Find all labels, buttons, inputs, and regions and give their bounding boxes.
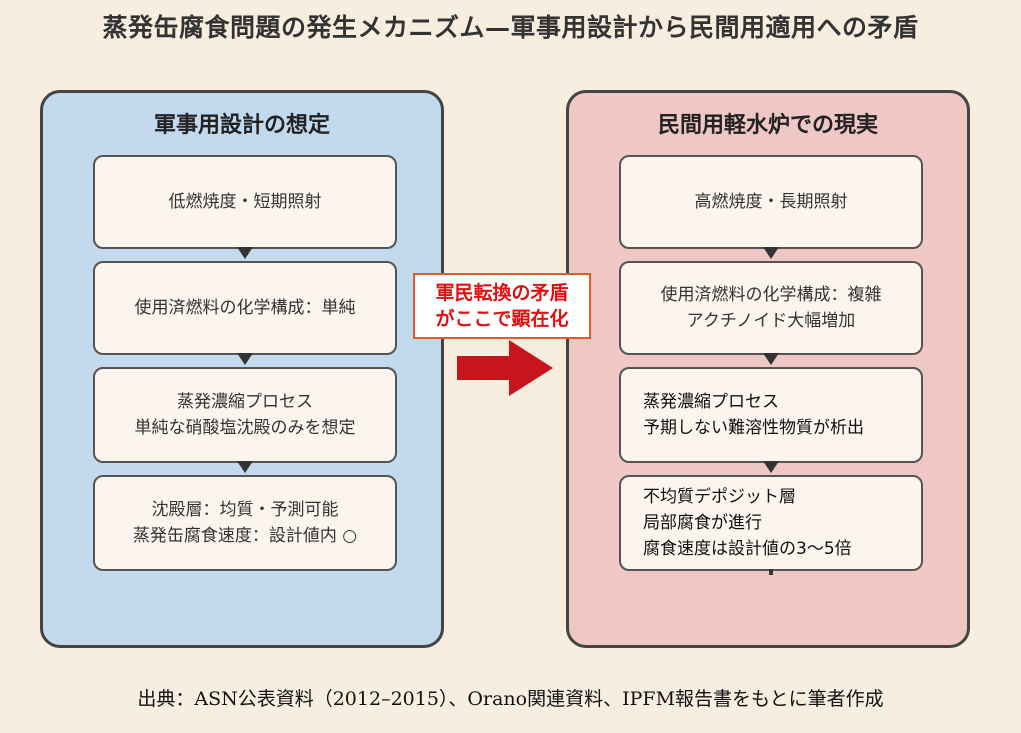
flow-box: 使用済燃料の化学構成：単純	[93, 261, 397, 355]
source-citation: 出典：ASN公表資料（2012–2015）、Orano関連資料、IPFM報告書を…	[137, 688, 884, 710]
box-line: 使用済燃料の化学構成：単純	[134, 298, 356, 318]
civilian-reality-panel: 民間用軽水炉での現実 高燃焼度・長期照射 使用済燃料の化学構成：複雑 アクチノイ…	[566, 90, 970, 648]
flow-arrow-icon	[237, 461, 253, 473]
box-line: 単純な硝酸塩沈殿のみを想定	[134, 418, 356, 438]
box-line: 沈殿層：均質・予測可能	[151, 500, 339, 520]
flow-arrow-icon	[237, 353, 253, 365]
box-line: 局部腐食が進行	[643, 513, 762, 533]
flow-box: 高燃焼度・長期照射	[619, 155, 923, 249]
callout-line: がここで顕在化	[435, 308, 569, 330]
box-line: アクチノイド大幅増加	[686, 311, 856, 331]
box-line: 蒸発缶腐食速度：設計値内 ○	[132, 526, 358, 546]
flow-box: 蒸発濃縮プロセス 単純な硝酸塩沈殿のみを想定	[93, 367, 397, 463]
box-line: 不均質デポジット層	[643, 487, 796, 507]
panel-title: 民間用軽水炉での現実	[657, 112, 878, 138]
box-line: 低燃焼度・短期照射	[168, 192, 322, 212]
flow-arrow-icon	[237, 247, 253, 259]
contradiction-callout: 軍民転換の矛盾 がここで顕在化	[413, 273, 591, 339]
flow-arrow-icon	[763, 247, 779, 259]
panel-title: 軍事用設計の想定	[153, 112, 330, 138]
box-line: 蒸発濃縮プロセス	[643, 392, 779, 412]
callout-line: 軍民転換の矛盾	[435, 282, 569, 304]
military-design-panel: 軍事用設計の想定 低燃焼度・短期照射 使用済燃料の化学構成：単純 蒸発濃縮プロセ…	[40, 90, 444, 648]
arrow-stub-icon	[769, 569, 773, 575]
box-line: 腐食速度は設計値の3～5倍	[643, 539, 852, 559]
flow-arrow-icon	[763, 353, 779, 365]
flow-box: 使用済燃料の化学構成：複雑 アクチノイド大幅増加	[619, 261, 923, 355]
flow-box: 不均質デポジット層 局部腐食が進行 腐食速度は設計値の3～5倍	[619, 475, 923, 571]
box-line: 予期しない難溶性物質が析出	[643, 418, 864, 438]
box-line: 蒸発濃縮プロセス	[177, 392, 313, 412]
flow-box: 沈殿層：均質・予測可能 蒸発缶腐食速度：設計値内 ○	[93, 475, 397, 571]
box-line: 高燃焼度・長期照射	[694, 192, 848, 212]
flow-arrow-icon	[763, 461, 779, 473]
flow-box: 蒸発濃縮プロセス 予期しない難溶性物質が析出	[619, 367, 923, 463]
flow-box: 低燃焼度・短期照射	[93, 155, 397, 249]
diagram-title: 蒸発缶腐食問題の発生メカニズム—軍事用設計から民間用適用への矛盾	[102, 13, 919, 42]
transition-arrow-icon	[457, 340, 553, 396]
box-line: 使用済燃料の化学構成：複雑	[660, 285, 882, 305]
